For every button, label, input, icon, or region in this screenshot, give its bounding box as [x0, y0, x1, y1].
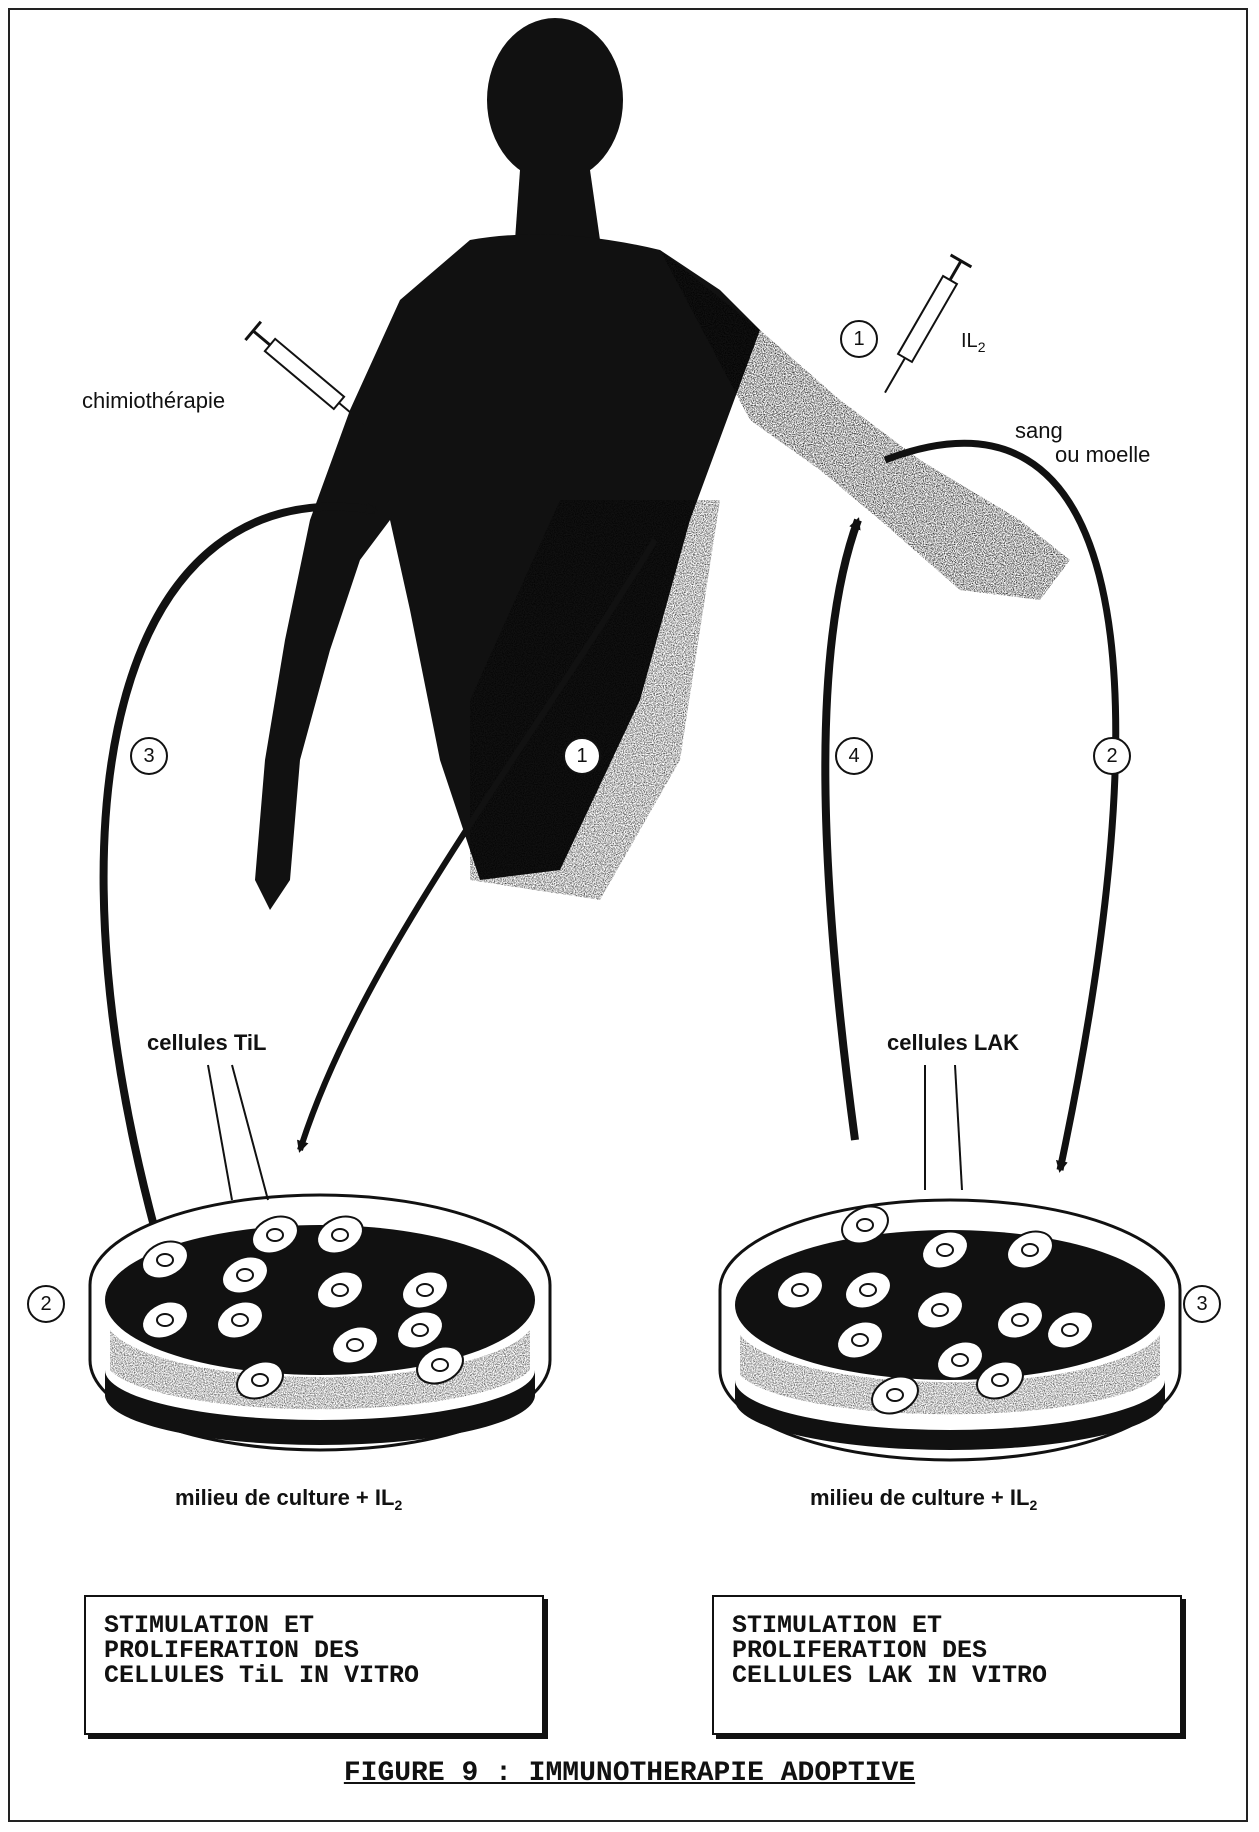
cell-nucleus	[1022, 1244, 1038, 1256]
figure-caption-text: FIGURE 9 : IMMUNOTHERAPIE ADOPTIVE	[344, 1758, 915, 1789]
cell-nucleus	[432, 1359, 448, 1371]
il2-sub: 2	[978, 339, 986, 355]
label-moelle: ou moelle	[1055, 442, 1150, 468]
figure-caption: FIGURE 9 : IMMUNOTHERAPIE ADOPTIVE	[0, 1758, 1259, 1789]
label-cells-lak: cellules LAK	[887, 1030, 1019, 1056]
leader-line	[208, 1065, 232, 1200]
step-badge-blood: 2	[1093, 737, 1131, 775]
step-badge-right-dish: 3	[1183, 1285, 1221, 1323]
cell-nucleus	[792, 1284, 808, 1296]
cell-nucleus	[932, 1304, 948, 1316]
box-til-stimulation: STIMULATION ET PROLIFERATION DES CELLULE…	[84, 1595, 544, 1735]
step-badge-return: 4	[835, 737, 873, 775]
cell-nucleus	[412, 1324, 428, 1336]
arrow-return	[825, 520, 858, 1140]
medium-left-sub: 2	[394, 1497, 402, 1513]
cell-nucleus	[937, 1244, 953, 1256]
human-silhouette	[255, 18, 1070, 910]
step-badge-syringe: 1	[840, 320, 878, 358]
cell-nucleus	[887, 1389, 903, 1401]
cell-nucleus	[267, 1229, 283, 1241]
medium-left-text: milieu de culture + IL	[175, 1485, 394, 1510]
cell-nucleus	[1062, 1324, 1078, 1336]
label-sang: sang	[1015, 418, 1063, 444]
cell-nucleus	[232, 1314, 248, 1326]
leader-line	[232, 1065, 268, 1200]
cell-nucleus	[347, 1339, 363, 1351]
cell-nucleus	[252, 1374, 268, 1386]
cell-nucleus	[157, 1314, 173, 1326]
label-chemotherapy: chimiothérapie	[82, 388, 225, 414]
il2-text: IL	[961, 330, 978, 352]
syringe-icon-il2	[875, 255, 972, 399]
cell-nucleus	[992, 1374, 1008, 1386]
leader-line	[955, 1065, 962, 1190]
cell-nucleus	[860, 1284, 876, 1296]
label-cells-til: cellules TiL	[147, 1030, 266, 1056]
step-badge-left-dish: 2	[27, 1285, 65, 1323]
cell-nucleus	[157, 1254, 173, 1266]
step-badge-center: 1	[563, 737, 601, 775]
cell-nucleus	[417, 1284, 433, 1296]
cell-nucleus	[952, 1354, 968, 1366]
medium-right-text: milieu de culture + IL	[810, 1485, 1029, 1510]
cell-nucleus	[857, 1219, 873, 1231]
cell-nucleus	[332, 1284, 348, 1296]
cell-nucleus	[332, 1229, 348, 1241]
medium-right-sub: 2	[1029, 1497, 1037, 1513]
cell-nucleus	[852, 1334, 868, 1346]
label-medium-left: milieu de culture + IL2	[175, 1485, 402, 1513]
label-il2: IL2	[961, 330, 985, 355]
cell-nucleus	[237, 1269, 253, 1281]
box-lak-stimulation: STIMULATION ET PROLIFERATION DES CELLULE…	[712, 1595, 1182, 1735]
label-medium-right: milieu de culture + IL2	[810, 1485, 1037, 1513]
step-badge-left-loop: 3	[130, 737, 168, 775]
cell-nucleus	[1012, 1314, 1028, 1326]
